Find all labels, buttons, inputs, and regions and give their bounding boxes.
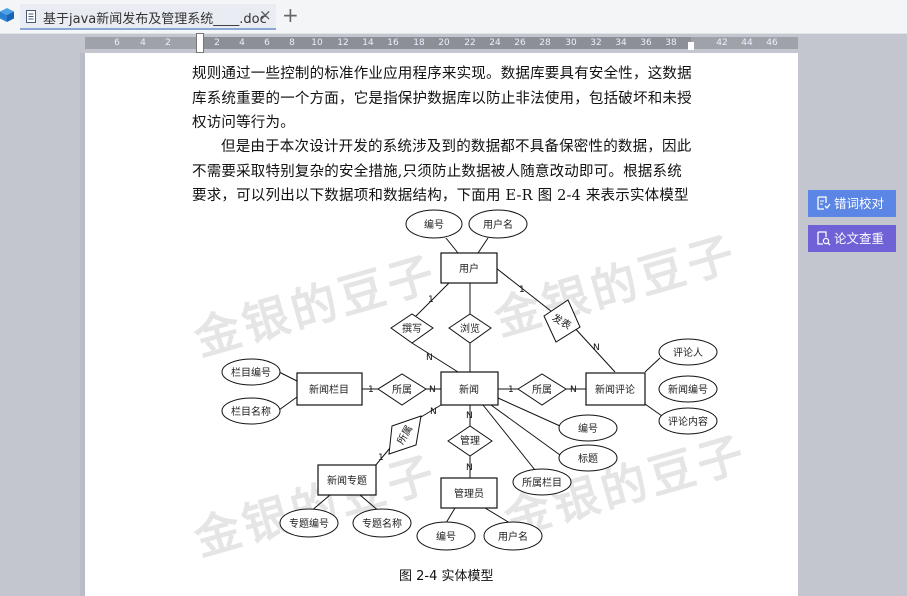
svg-text:所属栏目: 所属栏目 xyxy=(522,476,562,489)
paragraph-1: 规则通过一些控制的标准作业应用程序来实现。数据库要具有安全性，这数据库系统重要的… xyxy=(192,66,692,131)
ruler-tick: 12 xyxy=(337,38,349,48)
proofread-button[interactable]: 错词校对 xyxy=(808,190,896,217)
figure-caption: 图 2-4 实体模型 xyxy=(399,569,494,584)
svg-text:N: N xyxy=(429,385,436,395)
svg-text:新闻: 新闻 xyxy=(459,383,479,396)
left-indent-marker[interactable] xyxy=(196,33,204,53)
svg-text:浏览: 浏览 xyxy=(460,322,480,335)
svg-text:编号: 编号 xyxy=(424,218,444,231)
svg-text:所属: 所属 xyxy=(532,384,552,396)
ruler-tick: 28 xyxy=(539,38,551,48)
svg-text:1: 1 xyxy=(519,285,525,295)
tab-title: 基于java新闻发布及管理系统____.doc xyxy=(43,12,267,27)
svg-text:标题: 标题 xyxy=(578,453,598,465)
ruler-tick: 4 xyxy=(140,38,146,48)
svg-text:用户名: 用户名 xyxy=(483,218,513,231)
ruler-tick: 2 xyxy=(214,38,220,48)
ruler-tick: 10 xyxy=(311,38,323,48)
svg-text:专题编号: 专题编号 xyxy=(289,517,329,530)
app-cube-icon[interactable] xyxy=(0,8,14,22)
proofread-icon xyxy=(817,196,831,210)
svg-text:N: N xyxy=(426,353,433,363)
svg-text:所属: 所属 xyxy=(392,384,412,396)
svg-text:用户名: 用户名 xyxy=(498,530,528,543)
close-tab-icon[interactable]: × xyxy=(259,6,272,24)
svg-text:新闻专题: 新闻专题 xyxy=(327,474,367,487)
new-tab-button[interactable]: + xyxy=(282,3,299,27)
svg-text:管理: 管理 xyxy=(460,434,480,447)
document-icon xyxy=(26,10,36,23)
svg-text:编号: 编号 xyxy=(578,422,598,435)
svg-text:1: 1 xyxy=(378,453,384,463)
ruler-tick: 26 xyxy=(514,38,526,48)
svg-text:管理员: 管理员 xyxy=(454,487,484,500)
ruler-tick: 18 xyxy=(413,38,425,48)
svg-text:1: 1 xyxy=(508,385,514,395)
svg-text:新闻编号: 新闻编号 xyxy=(668,383,708,396)
paragraph-2: 但是由于本次设计开发的系统涉及到的数据都不具备保密性的数据，因此不需要采取特别复… xyxy=(192,139,692,204)
ruler-tick: 8 xyxy=(289,38,295,48)
ruler-tick: 30 xyxy=(565,38,577,48)
svg-text:新闻评论: 新闻评论 xyxy=(595,383,635,396)
horizontal-ruler[interactable]: 6 4 2 2 4 6 8 10 12 14 16 18 20 22 24 26… xyxy=(85,37,798,49)
svg-text:编号: 编号 xyxy=(436,530,456,543)
svg-text:N: N xyxy=(593,343,600,353)
ruler-tick: 34 xyxy=(615,38,627,48)
svg-text:评论人: 评论人 xyxy=(673,346,703,359)
proofread-label: 错词校对 xyxy=(834,196,885,211)
ruler-tick: 20 xyxy=(438,38,450,48)
svg-text:专题名称: 专题名称 xyxy=(362,517,402,530)
ruler-tick: 42 xyxy=(716,38,728,48)
document-tab[interactable]: 基于java新闻发布及管理系统____.doc × xyxy=(20,4,276,30)
svg-text:栏目名称: 栏目名称 xyxy=(231,405,271,418)
ruler-tick: 44 xyxy=(741,38,753,48)
svg-text:N: N xyxy=(466,463,473,473)
svg-text:新闻栏目: 新闻栏目 xyxy=(309,383,349,396)
svg-text:N: N xyxy=(466,411,473,421)
svg-text:用户: 用户 xyxy=(459,262,479,275)
plagiarism-search-icon xyxy=(817,231,831,246)
ruler-tick: 38 xyxy=(665,38,677,48)
ruler-tick: 2 xyxy=(165,38,171,48)
ruler-tick: 36 xyxy=(640,38,652,48)
tab-bar: 基于java新闻发布及管理系统____.doc × + xyxy=(0,0,907,34)
ruler-tick: 46 xyxy=(766,38,778,48)
ruler-tick: 22 xyxy=(464,38,476,48)
ruler-tick: 24 xyxy=(489,38,501,48)
svg-text:1: 1 xyxy=(368,385,374,395)
ruler-tick: 6 xyxy=(264,38,270,48)
svg-text:N: N xyxy=(430,407,437,417)
svg-text:撰写: 撰写 xyxy=(402,322,422,335)
ruler-tick: 16 xyxy=(387,38,399,48)
ruler-tick: 4 xyxy=(239,38,245,48)
right-indent-marker[interactable] xyxy=(688,42,694,50)
plagiarism-check-button[interactable]: 论文查重 xyxy=(808,225,896,252)
svg-text:N: N xyxy=(570,385,577,395)
ruler-tick: 6 xyxy=(114,38,120,48)
plagiarism-label: 论文查重 xyxy=(834,231,885,246)
svg-text:评论内容: 评论内容 xyxy=(668,415,708,428)
ruler-tick: 32 xyxy=(590,38,602,48)
svg-text:1: 1 xyxy=(428,295,434,305)
svg-text:栏目编号: 栏目编号 xyxy=(231,366,271,379)
ruler-tick: 14 xyxy=(362,38,374,48)
